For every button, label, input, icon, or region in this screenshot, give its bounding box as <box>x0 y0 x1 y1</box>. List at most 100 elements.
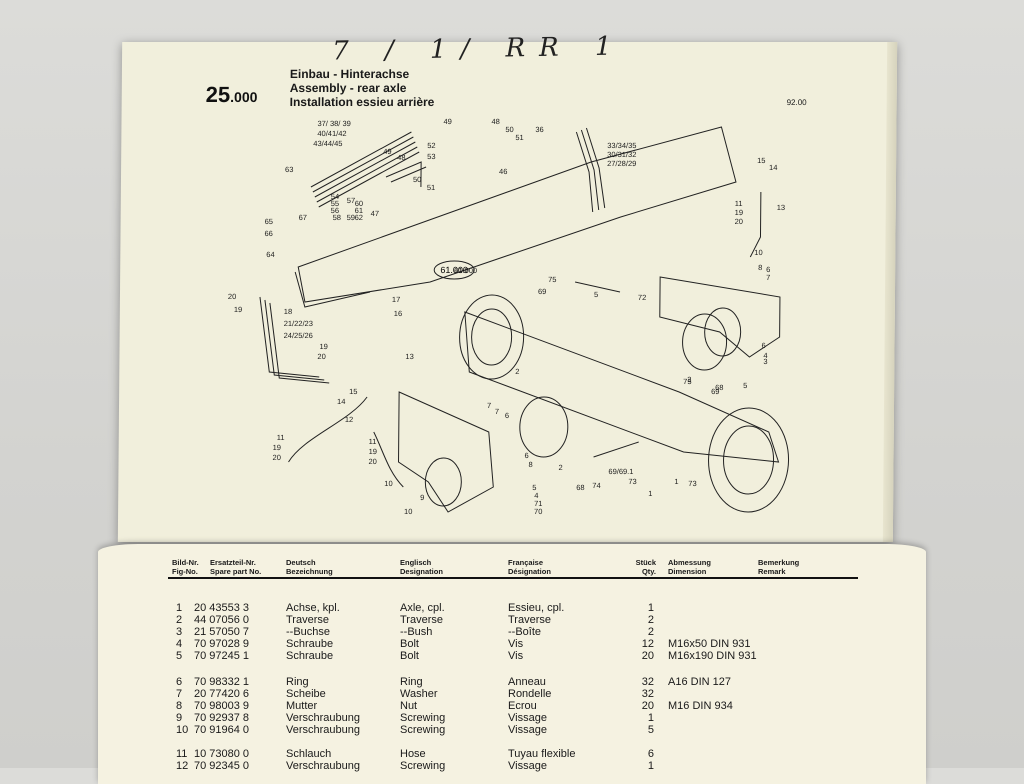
traverse-ring-right <box>682 313 728 371</box>
callout-label: 74 <box>592 481 600 490</box>
part-no-cell: 20 77420 6 <box>194 688 250 700</box>
english-cell: --Bush <box>400 626 433 638</box>
fig-no-cell: 9 <box>176 712 183 724</box>
part-no-cell: 20 43553 3 <box>194 602 250 614</box>
callout-label: 59 <box>347 213 355 222</box>
french-cell: Ecrou <box>508 700 537 712</box>
circled-reference: 61.000 <box>433 260 475 280</box>
callout-label: 46 <box>499 167 507 176</box>
callout-label: 19 <box>273 443 281 452</box>
callout-label: 49 <box>383 147 391 156</box>
header-english-2: Designation <box>400 567 443 576</box>
callout-label: 14 <box>337 397 345 406</box>
header-remark-2: Remark <box>758 567 786 576</box>
callout-label: 43/44/45 <box>313 139 342 148</box>
french-cell: Rondelle <box>508 688 552 700</box>
callout-label: 20 <box>228 292 236 301</box>
callout-label: 63 <box>285 165 293 174</box>
fig-no-cell: 1 <box>176 602 183 614</box>
callout-label: 19 <box>319 342 327 351</box>
callout-label: 6 <box>766 265 770 274</box>
callout-label: 10 <box>754 248 762 257</box>
bolt-lower <box>593 441 639 458</box>
callout-label: 4 <box>534 491 538 500</box>
callout-label: 69 <box>711 387 719 396</box>
callout-label: 48 <box>397 153 405 162</box>
part-no-cell: 44 07056 0 <box>194 614 250 626</box>
callout-label: 24/25/26 <box>284 331 313 340</box>
header-qty: Stück Qty. <box>630 558 656 576</box>
fig-no-cell: 3 <box>176 626 183 638</box>
part-no-cell: 70 92345 0 <box>194 760 250 772</box>
header-fig-no: Bild-Nr. Fig-No. <box>172 558 199 576</box>
callout-label: 19 <box>234 305 242 314</box>
callout-label: 5 <box>532 483 536 492</box>
traverse-left <box>398 391 494 513</box>
part-no-cell: 70 98003 9 <box>194 700 250 712</box>
header-french-2: Désignation <box>508 567 551 576</box>
part-no-cell: 70 92937 8 <box>194 712 250 724</box>
qty-cell: 1 <box>647 760 654 772</box>
callout-label: 1 <box>674 477 678 486</box>
fig-no-cell: 7 <box>176 688 183 700</box>
english-cell: Hose <box>400 748 426 760</box>
callout-label: 50 <box>413 175 421 184</box>
part-no-cell: 70 97245 1 <box>194 650 250 662</box>
german-cell: Schraube <box>286 638 334 650</box>
callout-label: 53 <box>427 152 435 161</box>
french-cell: Tuyau flexible <box>508 748 576 760</box>
callout-label: 21/22/23 <box>284 319 313 328</box>
callout-label: 11 <box>735 199 743 208</box>
left-hub <box>459 294 525 380</box>
brake-line-right <box>749 192 762 258</box>
callout-label: 51 <box>427 183 435 192</box>
part-no-cell: 70 98332 1 <box>194 676 250 688</box>
callout-label: 27/28/29 <box>607 159 636 168</box>
callout-label: 13 <box>405 352 413 361</box>
callout-label: 17 <box>392 295 400 304</box>
french-cell: Anneau <box>508 676 546 688</box>
callout-label: 20 <box>273 453 281 462</box>
callout-label: 5 <box>743 381 747 390</box>
fig-no-cell: 4 <box>176 638 183 650</box>
callout-label: 40/41/42 <box>317 129 346 138</box>
header-english-1: Englisch <box>400 558 432 567</box>
french-cell: Vissage <box>508 712 547 724</box>
german-cell: Verschraubung <box>286 712 360 724</box>
english-cell: Screwing <box>400 760 446 772</box>
dimension-cell: M16x50 DIN 931 <box>668 638 751 650</box>
english-cell: Screwing <box>400 712 446 724</box>
callout-label: 72 <box>638 293 646 302</box>
callout-label: 9 <box>420 493 424 502</box>
fig-no-cell: 12 <box>176 760 189 772</box>
callout-label: 10 <box>384 479 392 488</box>
callout-label: 57 <box>347 196 355 205</box>
callout-label: 75 <box>548 275 556 284</box>
english-cell: Traverse <box>400 614 443 626</box>
callout-label: 61 <box>355 206 363 215</box>
callout-label: 55 <box>331 199 339 208</box>
qty-cell: 1 <box>647 602 654 614</box>
callout-label: 50 <box>505 125 513 134</box>
center-ring <box>519 396 569 458</box>
circled-reference-label: 61.000 <box>440 265 468 275</box>
header-dimension-2: Dimension <box>668 567 707 576</box>
german-cell: Traverse <box>286 614 329 626</box>
qty-cell: 20 <box>641 650 654 662</box>
callout-label: 7 <box>495 407 499 416</box>
callout-label: 8 <box>758 263 762 272</box>
header-part-no-en: Spare part No. <box>210 567 262 576</box>
right-wheel-hub-inner <box>723 425 775 495</box>
french-cell: Vissage <box>508 724 547 736</box>
parts-catalog-upper-page: 7 / 1/ RR 1 25.000 Einbau - Hinterachse … <box>117 31 898 542</box>
header-german: Deutsch Bezeichnung <box>286 558 333 576</box>
english-cell: Ring <box>400 676 423 688</box>
callout-label: 47 <box>371 209 379 218</box>
callout-label: 69 <box>538 287 546 296</box>
callout-label: 1 <box>648 489 652 498</box>
callout-label: 65 <box>265 217 273 226</box>
dimension-cell: M16 DIN 934 <box>668 700 733 712</box>
header-fig-no-en: Fig-No. <box>172 567 198 576</box>
french-cell: Vissage <box>508 760 547 772</box>
